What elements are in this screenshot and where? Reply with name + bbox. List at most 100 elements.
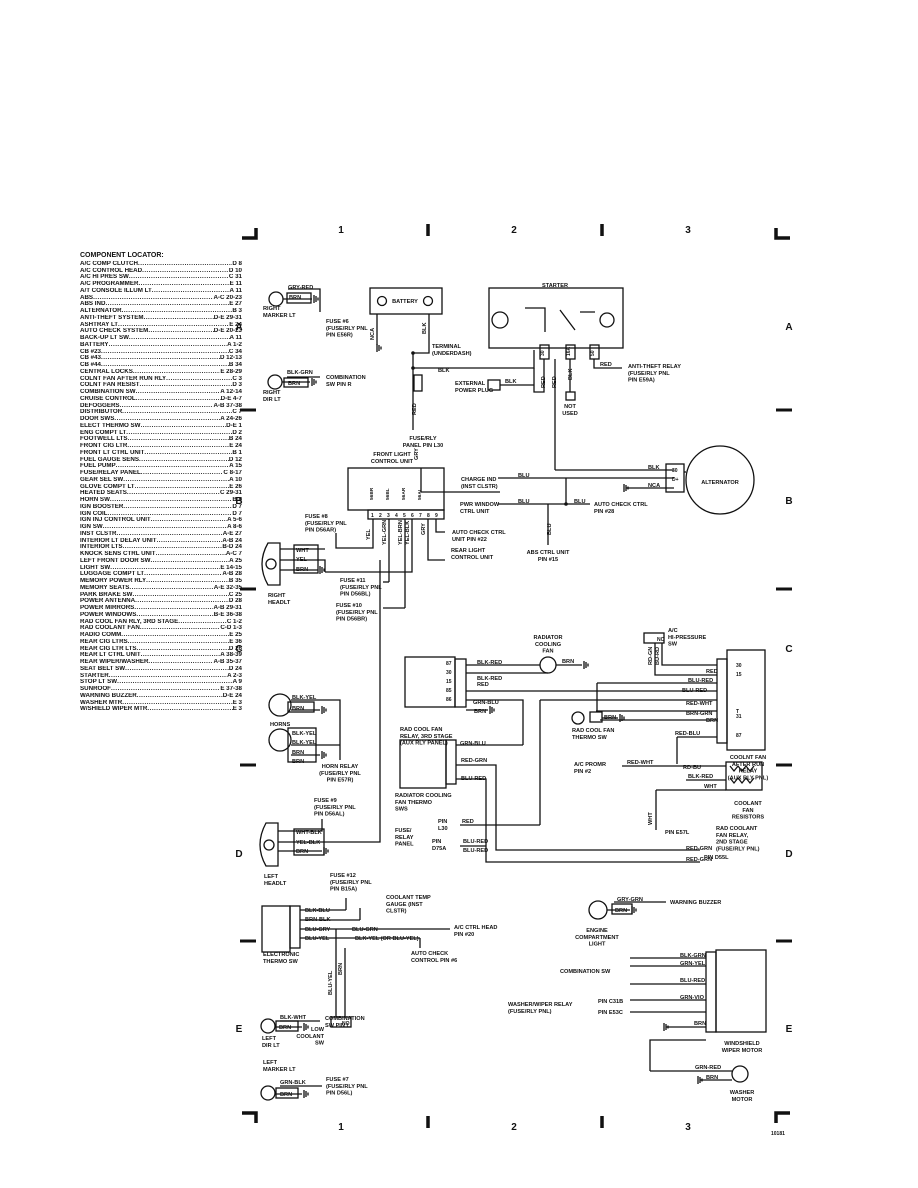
locator-entry-ref: A 38-39 [220,652,242,659]
locator-entry: IGN INJ CONTROL UNITA 5-6 [80,517,242,524]
connector [565,344,576,360]
locator-entry-name: INTERIOR LTS [80,544,123,551]
locator-entry-ref: E 3 [232,699,242,706]
wire-color-label: RED-GRN [686,857,712,863]
wire-color-label: GRN-BLU [460,741,486,747]
fuse-label: FUSE #7 [326,1077,349,1083]
component-label: (UNDERDASH) [432,351,472,357]
locator-entry: WASHER MTRE 3 [80,700,242,707]
locator-entry-ref: D 8 [232,260,242,267]
right-marker-lt-bulb [268,291,284,307]
locator-entry-ref: C-D 1-3 [220,625,242,632]
wire-color-label: RED [706,669,718,675]
grid-row-label: E [786,1024,793,1035]
grid-row-label: D [235,849,242,860]
locator-entry-name: HORN SW [80,497,110,503]
fuse-label: PIN E56R) [326,333,353,339]
locator-entry-name: RADIO COMM [80,632,122,638]
component-label: CLSTR) [386,909,407,915]
wire-color-label: BLU-YEL [328,970,334,995]
locator-entry-ref: E 11 [229,281,242,287]
locator-entry-ref: D-E 20-23 [213,328,242,335]
locator-entry: COMBINATION SWA 12-14 [80,389,242,396]
wire-color-label: BU-RD [655,647,661,665]
locator-entry: GLOVE COMPT LTE 26 [80,484,242,491]
locator-entry-name: COLNT FAN AFTER RUN RLY [80,375,167,382]
locator-entry: A/C PROGRAMMERE 11 [80,281,242,288]
locator-entry: INTERIOR LTSB-D 24 [80,544,242,551]
locator-entry-ref: A 11 [229,287,243,294]
locator-entry-name: AUTO CHECK SYSTEM [80,328,149,335]
junction-dot [564,502,568,506]
connector [275,1020,299,1032]
horn-icon [268,728,292,752]
component-label: AUTO CHECK CTRL [452,530,506,536]
wire-color-label: RED [477,682,489,688]
component-label: (FUSE/RLY PNL) [716,846,760,852]
locator-entry-ref: C 8-17 [223,470,242,476]
pin-label: 2 [379,513,382,519]
wire-color-label: BLU-RED [463,839,488,845]
locator-entry-name: ASHTRAY LT [80,321,119,328]
fuse-label: FUSE #9 [314,798,337,804]
locator-entry-ref: D 10 [228,267,242,274]
pin-label: 9 [435,513,438,519]
connector [454,658,467,708]
connector [705,951,717,1033]
component-label: COMBINATION [325,1016,365,1022]
wire-color-label: BRN [279,1025,291,1031]
locator-entry-ref: E 28-29 [220,368,242,375]
component-label: HEADLT [268,600,291,606]
component-label: COMPARTMENT [575,935,619,941]
wire-color-label: RED [412,403,418,415]
locator-entry-ref: B 8 [232,497,242,503]
locator-entry: REAR LT CTRL UNITA 38-39 [80,652,242,659]
locator-entry: POWER MIRRORSA-B 29-31 [80,605,242,612]
connector [293,828,325,856]
radiator-cooling-fan-icon [539,656,557,674]
component-label: PIN #28 [594,509,614,515]
locator-entry-ref: C 31 [228,274,242,281]
locator-entry: CB #44B 34 [80,362,242,369]
locator-entry-name: ELECT THERMO SW [80,422,141,429]
locator-entry-ref: B 3 [232,308,242,314]
component-label: ELECTRONIC [263,952,299,958]
wire-color-label: BRN-BLK [305,917,330,923]
wire-color-label: BRN [292,706,304,712]
component-label: RAD COOL FAN [572,728,614,734]
locator-entry: ABS INDE 27 [80,301,242,308]
headlight-filament [263,839,275,851]
wire-color-label: BRN [296,849,308,855]
locator-entry-name: INTERIOR LT DELAY UNIT [80,537,157,544]
component-label: (INST CLSTR) [461,484,498,490]
locator-entry-ref: D-E 4-7 [220,395,242,402]
wire-color-label: WHT [648,812,654,825]
locator-entry-name: DISTRIBUTOR [80,409,123,416]
locator-entry: LIGHT SWE 14-15 [80,565,242,572]
locator-entry-ref: C 25 [228,591,242,598]
locator-entry: RAD COOL FAN RLY, 3RD STAGEC 1-2 [80,619,242,626]
component-label: PIN E57R) [327,778,354,784]
terminal-label: D+ [672,477,679,483]
locator-entry: A/T CONSOLE ILLUM LTA 11 [80,288,242,295]
wire-color-label: BRN [288,381,300,387]
wire-color-label: BLK-YEL [292,695,317,701]
components [240,224,792,1128]
wire-color-label: BLU-RED [680,978,705,984]
wire-color-label: WHT-BLK [296,830,322,836]
connector [565,391,576,401]
locator-entry: ANTI-THEFT SYSTEMD-E 29-31 [80,315,242,322]
pin-code-label: 56BR [369,487,375,500]
component-label: ABS CTRL UNIT [527,550,570,556]
wire-color-label: GRN-RED [695,1065,721,1071]
terminal-label: 50 [590,350,596,356]
connector [367,509,445,520]
component-label: RELAY [395,835,414,841]
component-label: COOLNT FAN [730,755,766,761]
wire-color-label: GRN-VIO [680,995,705,1001]
component-label: HORNS [270,722,290,728]
terminal-label: 87 [736,733,742,739]
locator-entry-ref: B 1 [232,449,242,456]
